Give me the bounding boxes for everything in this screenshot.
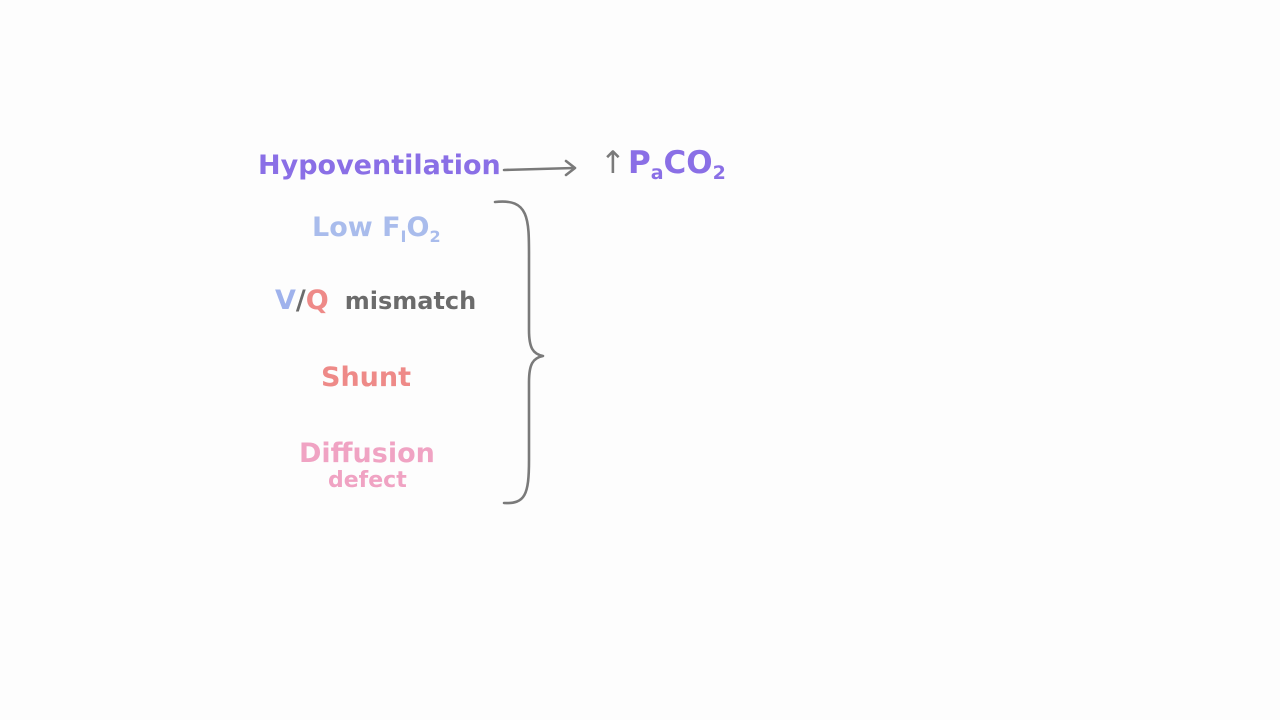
defect-label: defect [328, 468, 407, 493]
curly-brace [493, 200, 545, 505]
vq-q: Q [305, 285, 329, 316]
low-fio2-label: Low FIO2 [312, 214, 441, 245]
paco2-sub-2: 2 [712, 162, 726, 184]
up-arrow-icon: ↑ [600, 145, 626, 181]
paco2-co: CO [663, 145, 713, 181]
paco2-sub-a: a [650, 162, 664, 184]
diffusion-label: Diffusion [299, 438, 435, 469]
vq-v: V [275, 285, 296, 316]
right-arrow-icon [502, 159, 577, 177]
paco2-result: ↑PaCO2 [600, 148, 726, 183]
fio2-sub-2: 2 [429, 227, 441, 246]
low-f-text: Low F [312, 212, 401, 243]
fio2-sub-i: I [400, 227, 407, 246]
vq-slash: / [295, 285, 306, 316]
hypoventilation-label: Hypoventilation [258, 150, 501, 181]
vq-mismatch-text: mismatch [344, 287, 477, 315]
fio2-o: O [406, 212, 430, 243]
shunt-label: Shunt [321, 362, 412, 393]
paco2-p: P [627, 145, 651, 181]
